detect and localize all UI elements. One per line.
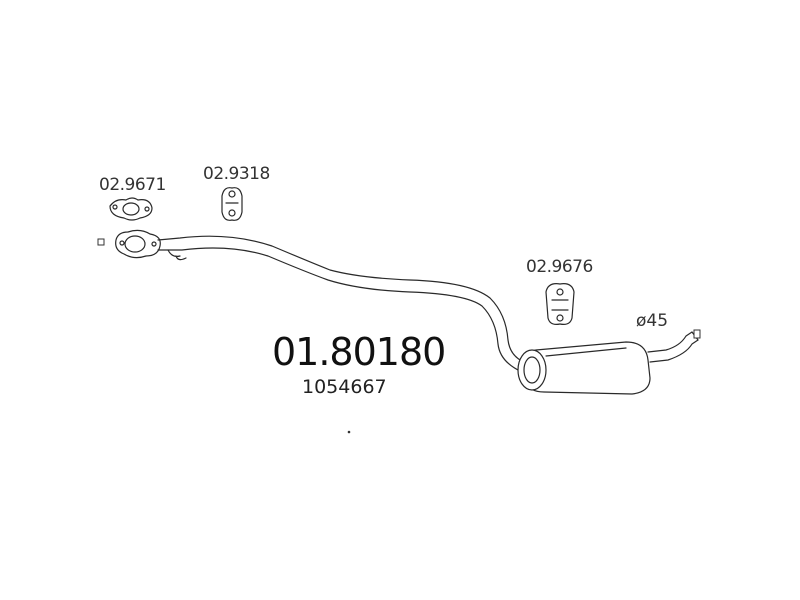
main-part-code: 01.80180	[272, 330, 445, 374]
front-flange	[115, 229, 161, 259]
stray-dot	[347, 430, 351, 434]
rear-silencer	[517, 341, 651, 395]
oem-part-code: 1054667	[302, 376, 387, 398]
outlet-diameter-label: ø45	[636, 311, 668, 331]
hanger-02-9676	[545, 283, 575, 325]
inlet-marker	[97, 238, 105, 246]
tail-pipe	[647, 329, 701, 363]
rear-hanger-code-label: 02.9676	[526, 257, 593, 277]
hanger-02-9318	[221, 187, 243, 221]
gasket-02-9671	[109, 197, 153, 221]
front-hanger-code-label: 02.9318	[203, 164, 270, 184]
exhaust-pipe	[157, 235, 525, 373]
gasket-code-label: 02.9671	[99, 175, 166, 195]
